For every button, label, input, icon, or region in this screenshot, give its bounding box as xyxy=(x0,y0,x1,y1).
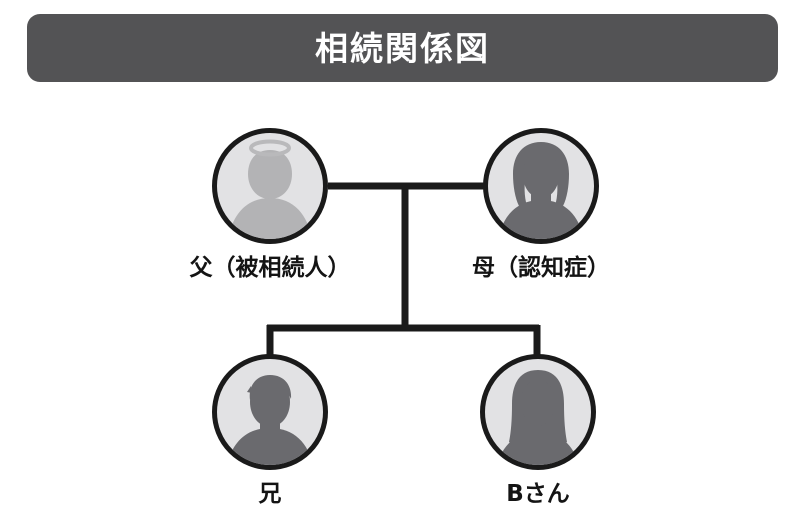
person-label-father: 父（被相続人） xyxy=(189,255,351,281)
person-node-bsan[interactable]: Bさん xyxy=(458,352,618,507)
page-title: 相続関係図 xyxy=(315,28,490,68)
avatar-mother xyxy=(481,126,601,246)
avatar-bsan xyxy=(478,352,598,472)
silhouette-male xyxy=(227,150,313,239)
person-node-brother[interactable]: 兄 xyxy=(190,352,350,507)
person-label-brother: 兄 xyxy=(258,481,282,507)
person-label-mother: 母（認知症） xyxy=(472,255,610,281)
avatar-father xyxy=(210,126,330,246)
person-node-mother[interactable]: 母（認知症） xyxy=(461,126,621,281)
halo-icon xyxy=(249,139,291,157)
person-label-bsan: Bさん xyxy=(506,481,570,507)
page-title-banner: 相続関係図 xyxy=(27,14,778,82)
avatar-brother xyxy=(210,352,330,472)
person-node-father[interactable]: 父（被相続人） xyxy=(189,126,351,281)
